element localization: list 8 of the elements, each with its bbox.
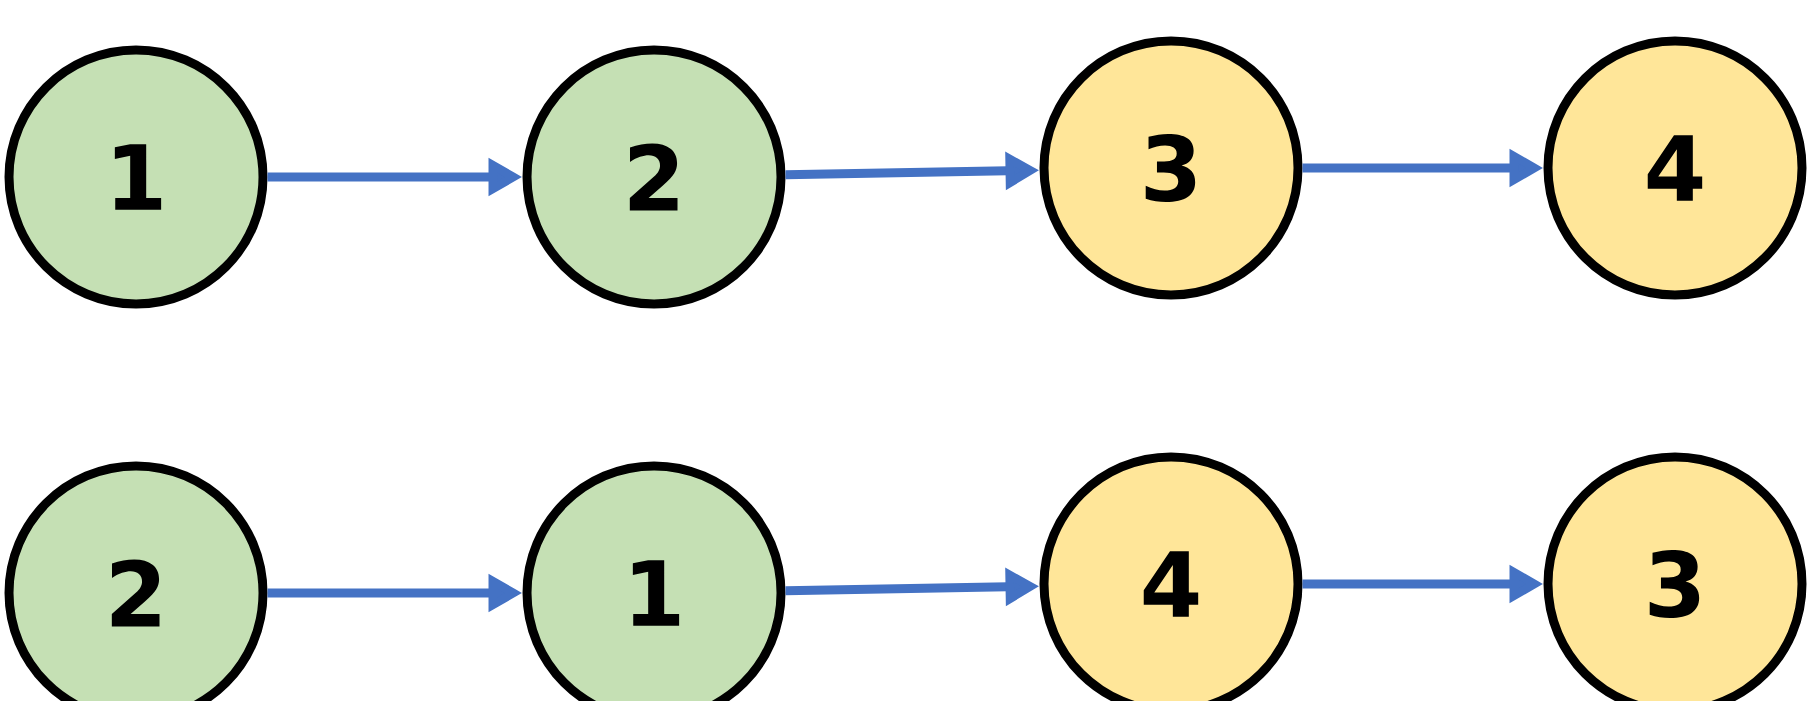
circle-node: 4: [1039, 452, 1303, 701]
circle-node: 1: [4, 45, 268, 309]
circle-node: 2: [4, 461, 268, 701]
circle-node: 3: [1543, 452, 1807, 701]
circle-node: 4: [1543, 36, 1807, 300]
circle-node: 2: [522, 45, 786, 309]
circle-node: 1: [522, 461, 786, 701]
circle-node: 3: [1039, 36, 1303, 300]
